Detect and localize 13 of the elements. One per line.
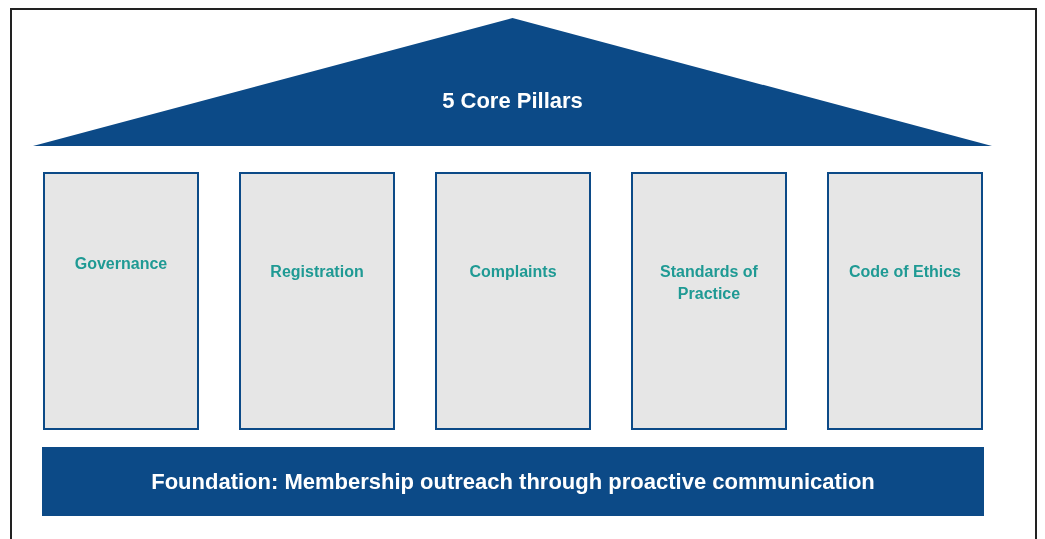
pillar-label: Standards of Practice [659, 262, 759, 304]
pillar-box [827, 172, 983, 430]
pillar-box [631, 172, 787, 430]
pillar-box [435, 172, 591, 430]
pillar-label: Complaints [468, 262, 558, 282]
pillar-box [239, 172, 395, 430]
foundation-bar [42, 447, 984, 516]
pillar-label: Code of Ethics [848, 262, 962, 282]
pillar-label: Registration [269, 262, 365, 282]
roof-title: 5 Core Pillars [442, 88, 583, 113]
foundation-label: Foundation: Membership outreach through proactive communication [151, 468, 875, 495]
pillar-box [43, 172, 199, 430]
pillar-label: Governance [73, 254, 169, 274]
